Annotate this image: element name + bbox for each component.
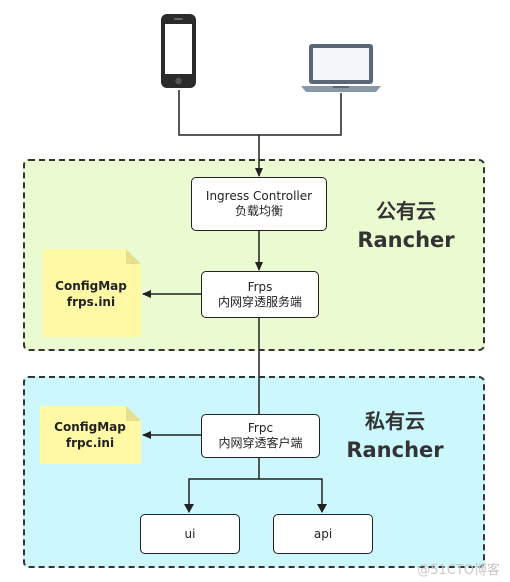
frpc-title: Frpc <box>247 421 274 435</box>
ingress-subtitle: 负载均衡 <box>234 204 283 218</box>
configmap-frpc-note <box>40 406 141 464</box>
frpc-subtitle: 内网穿透客户端 <box>218 436 303 450</box>
device-connectors <box>178 90 342 177</box>
watermark: @51CTO博客 <box>417 563 500 578</box>
frps-subtitle: 内网穿透服务端 <box>217 294 302 309</box>
ingress-controller-box: Ingress Controller 负载均衡 <box>191 177 327 231</box>
ui-arrowhead <box>184 504 194 513</box>
smartphone-icon <box>161 14 196 88</box>
frps-box: Frps 内网穿透服务端 <box>201 271 319 318</box>
ui-label: ui <box>184 526 196 541</box>
frpc-box: Frpc 内网穿透客户端 <box>201 414 320 458</box>
frpc-to-services-arrows <box>188 458 323 512</box>
private-cloud-title: 私有云 Rancher <box>346 409 444 462</box>
configmap-frps-note <box>43 249 141 337</box>
configmap-frpc-label: ConfigMap frpc.ini <box>54 420 126 450</box>
ui-service-box: ui <box>140 514 240 554</box>
api-arrowhead <box>317 504 327 513</box>
api-service-box: api <box>273 514 373 554</box>
api-label: api <box>313 526 333 541</box>
frps-title: Frps <box>247 279 273 294</box>
configmap-frps-label: ConfigMap frps.ini <box>55 279 127 309</box>
ingress-title: Ingress Controller <box>205 189 313 203</box>
public-cloud-title: 公有云 Rancher <box>357 199 455 252</box>
laptop-icon <box>301 44 381 92</box>
